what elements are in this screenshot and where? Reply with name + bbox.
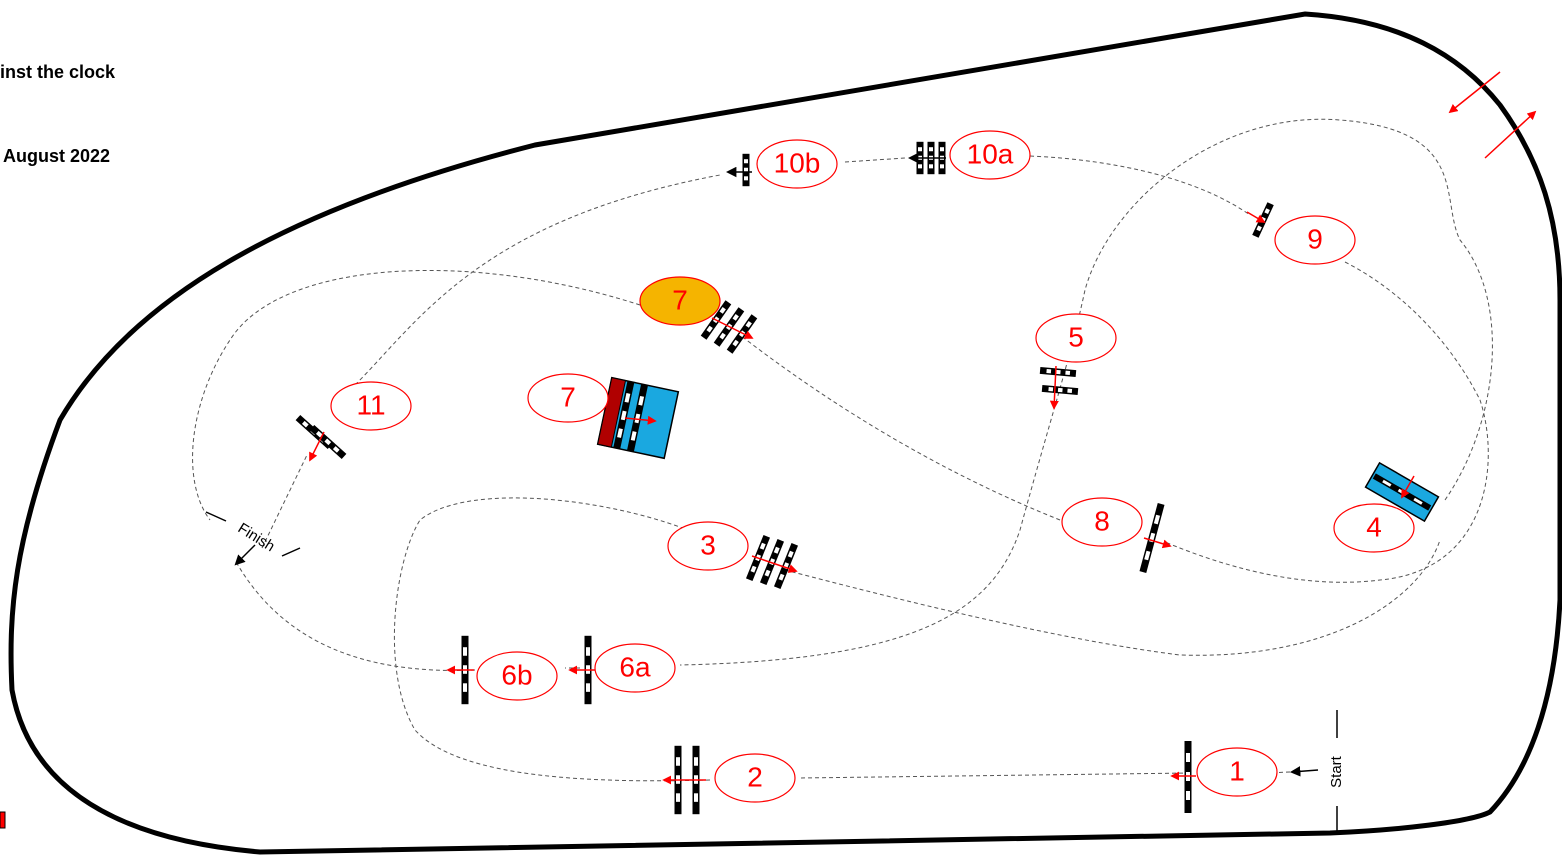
obstacle-9: 9 — [1246, 202, 1356, 265]
obstacle-5: 5 — [1035, 313, 1117, 410]
entrance-gate-arrows-icon — [1448, 71, 1537, 159]
obstacle-label: 8 — [1094, 505, 1110, 536]
obstacle-label: 1 — [1229, 755, 1245, 786]
obstacle-label: 5 — [1068, 321, 1084, 352]
riding-track — [192, 118, 1493, 782]
obstacle-label: 11 — [356, 389, 385, 420]
header-title: inst the clock — [0, 62, 116, 82]
obstacle-11: 11 — [295, 381, 412, 462]
obstacle-10b: 10b — [725, 139, 838, 189]
arena-border — [8, 11, 1562, 855]
obstacle-label: 9 — [1307, 223, 1323, 254]
obstacle-8: 8 — [1061, 497, 1172, 573]
obstacle-label: 6b — [501, 659, 532, 690]
obstacle-label: 6a — [619, 651, 651, 682]
finish-marker: Finish — [205, 511, 301, 566]
obstacle-label: 4 — [1366, 511, 1382, 542]
obstacle-1: 1 — [1170, 741, 1278, 813]
obstacle-label: 10b — [774, 147, 821, 178]
obstacle-6b: 6b — [446, 635, 558, 705]
obstacle-label: 7 — [560, 381, 576, 412]
header-date: August 2022 — [3, 146, 111, 166]
start-marker: Start — [1289, 710, 1345, 834]
obstacle-7: 7 — [639, 276, 758, 354]
obstacle-7-alt: 7 — [527, 373, 680, 460]
corner-marker — [0, 811, 6, 829]
start-label: Start — [1328, 755, 1345, 788]
obstacle-3: 3 — [667, 521, 799, 590]
obstacle-10a: 10a — [907, 130, 1031, 180]
finish-label: Finish — [235, 520, 278, 556]
obstacle-label: 10a — [967, 138, 1014, 169]
obstacle-label: 2 — [747, 761, 763, 792]
obstacle-label: 7 — [672, 284, 688, 315]
obstacle-6a: 6a — [568, 635, 676, 705]
obstacle-2: 2 — [662, 745, 796, 815]
obstacle-4: 4 — [1333, 461, 1440, 553]
obstacle-label: 3 — [700, 529, 716, 560]
